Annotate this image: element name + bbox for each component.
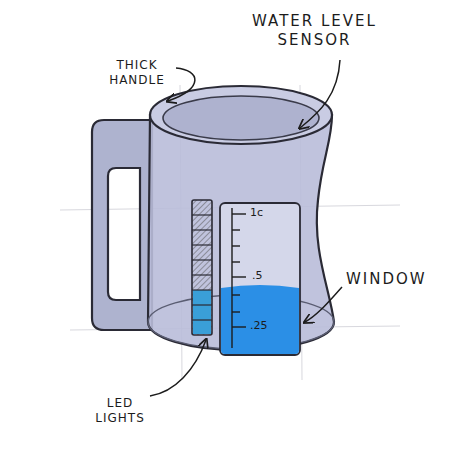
led-divider (192, 274, 212, 275)
scale-tick (232, 311, 240, 312)
callout-label: WINDOW (346, 270, 436, 289)
callout-label: WATER LEVEL SENSOR (232, 12, 397, 50)
scale-number: .5 (252, 269, 292, 283)
led-strip (192, 200, 212, 335)
leader-line (305, 287, 342, 322)
window (220, 203, 300, 355)
scale-tick (232, 294, 240, 295)
led-segments (192, 215, 212, 320)
led-lit (193, 290, 211, 334)
scale-tick (232, 261, 240, 262)
leader-lines (150, 60, 342, 396)
led-divider (192, 304, 212, 305)
cup-opening (163, 96, 319, 140)
callout-label: THICK HANDLE (100, 58, 174, 88)
cup-rim (150, 86, 332, 144)
leader-line (168, 68, 195, 101)
scale-tick (232, 213, 246, 214)
scale-number: 1c (250, 206, 290, 220)
scale-number: .25 (250, 319, 290, 333)
led-divider (192, 319, 212, 320)
led-divider (192, 244, 212, 245)
scale-ticks (232, 208, 246, 348)
leader-line (300, 60, 340, 128)
led-divider (192, 259, 212, 260)
callout-label: LED LIGHTS (92, 396, 148, 426)
scale-tick (232, 276, 246, 277)
handle (92, 120, 152, 330)
scale-tick (232, 245, 240, 246)
scale-tick (232, 229, 240, 230)
led-divider (192, 229, 212, 230)
led-divider (192, 214, 212, 215)
scale-tick (232, 326, 246, 327)
led-divider (192, 289, 212, 290)
construction-lines (60, 85, 400, 380)
leader-line (150, 340, 206, 396)
